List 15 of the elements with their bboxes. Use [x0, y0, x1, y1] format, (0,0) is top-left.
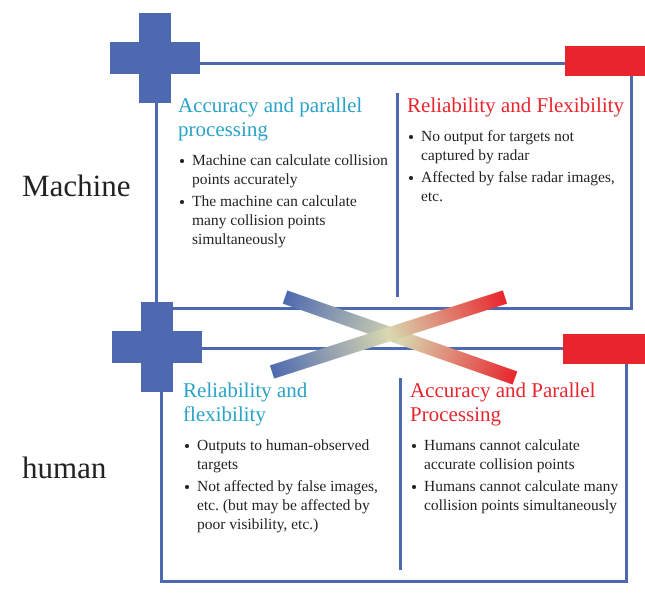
quadrant-panel [396, 93, 624, 297]
quadrant-heading: Accuracy and parallel processing [178, 93, 364, 141]
quadrant-heading: Accuracy and Parallel Processing [410, 378, 596, 426]
bullet-text: Humans cannot calculate accurate collision points [424, 436, 581, 474]
bullet-text: Affected by false radar images, etc. [421, 168, 616, 206]
bullet-text: The machine can calculate many collision points simultaneously [192, 192, 358, 249]
bullet-text: Machine can calculate collision points accurately [192, 151, 389, 189]
bullet-text: Not affected by false images, etc. (but may be affected by poor visibility, etc.) [197, 477, 379, 534]
bullet-text: Humans cannot calculate many collision points simultaneously [424, 477, 620, 515]
quadrant-heading: Reliability and flexibility [183, 378, 308, 426]
bullet-text: No output for targets not captured by radar [421, 127, 575, 165]
row-label: Machine [22, 168, 130, 204]
row-label: human [22, 450, 106, 486]
bullet-text: Outputs to human-observed targets [197, 436, 370, 474]
quadrant-heading: Reliability and Flexibility [407, 93, 624, 117]
